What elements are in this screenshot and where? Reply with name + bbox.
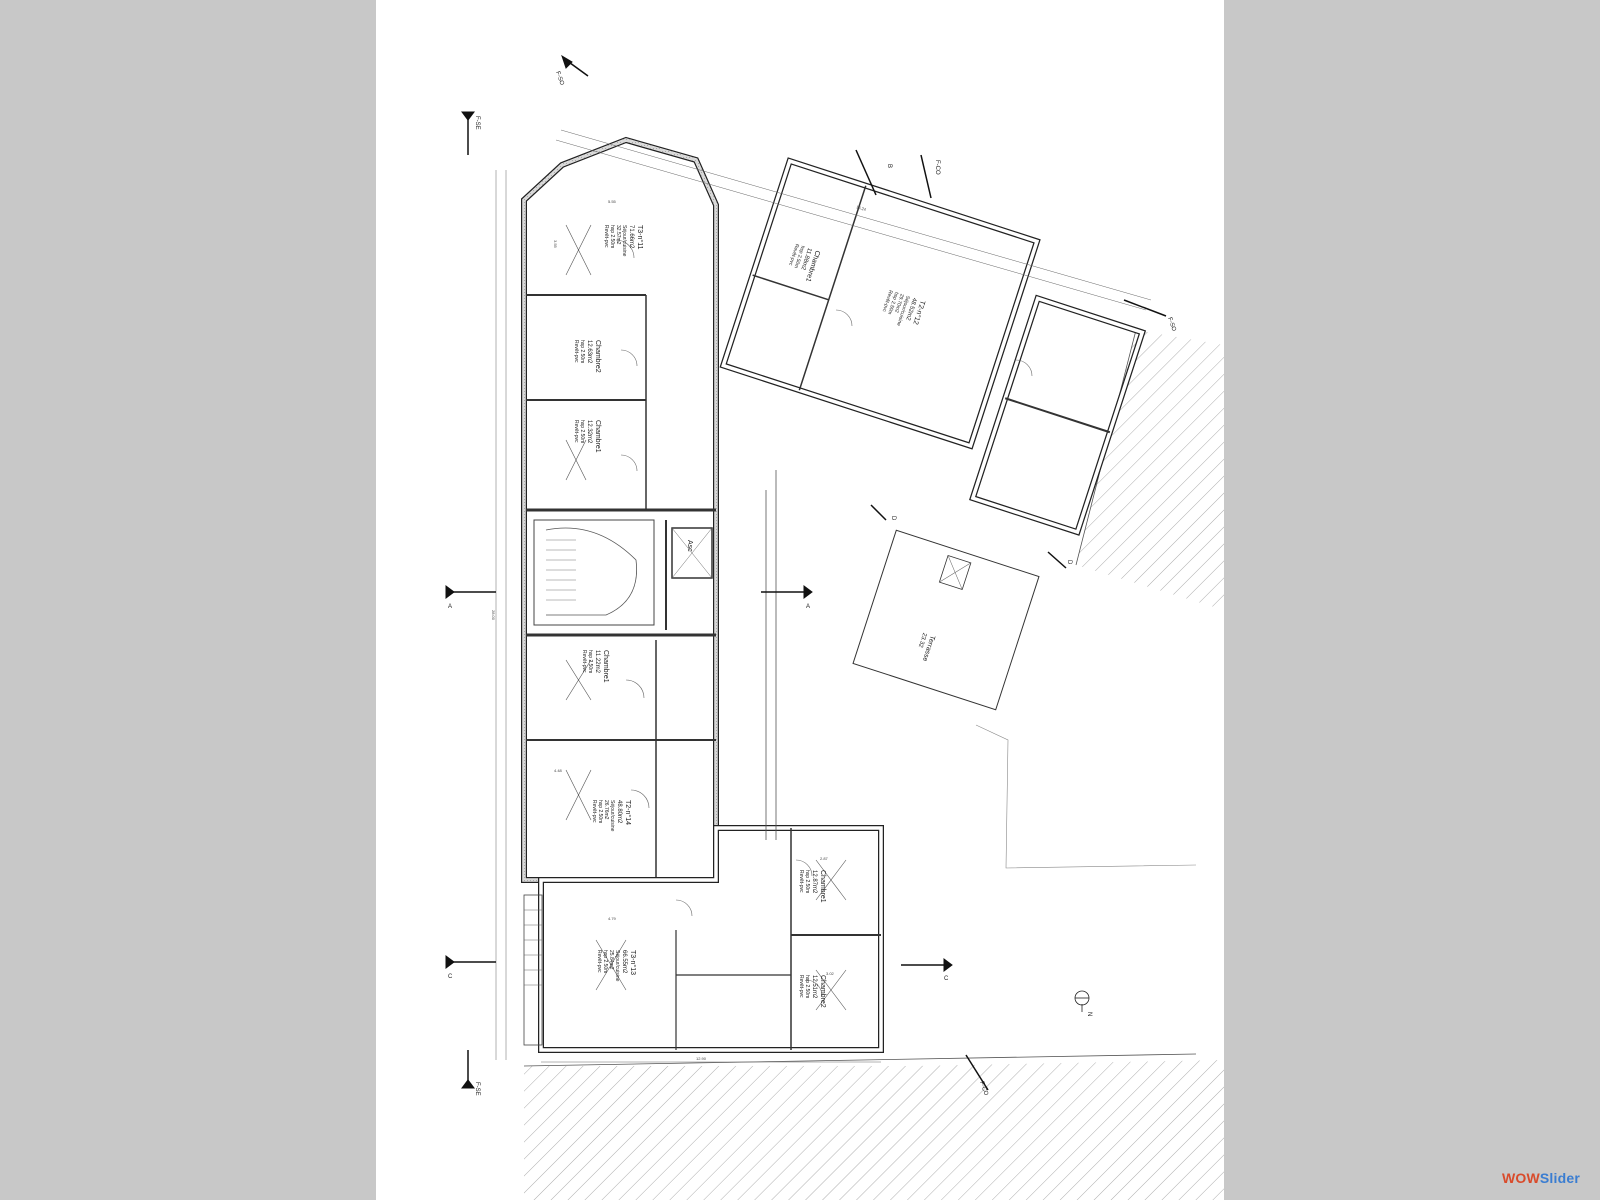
section-label-c-left: C [448, 974, 453, 980]
dimension-chains [495, 129, 1152, 1063]
neighbor-ground-hatch-bottom [523, 1053, 1224, 1200]
room-sub: Revêt-pvc [581, 650, 587, 673]
watermark-part2: Slider [1539, 1170, 1580, 1186]
section-label-f-se-top: F-SE [474, 116, 480, 130]
section-label-f-so-top: F-SO [554, 71, 565, 87]
room-area: 48.80m2 [616, 800, 622, 824]
room-sub: Revêt-pvc [573, 340, 579, 363]
room-name: Chambre2 [819, 975, 826, 1008]
door-swings [615, 239, 1033, 997]
room-name: T3-n°11 [636, 225, 644, 250]
stairwell [533, 519, 655, 626]
building-bottom-wing [523, 825, 884, 1053]
building-main-wing [521, 136, 719, 883]
dim-label: 5.55 [608, 199, 617, 204]
room-sub: hsp 2.50m [804, 870, 810, 893]
room-sub: Revêt-pvc [596, 950, 602, 973]
room-sub: hsp 2.50m [609, 225, 615, 248]
room-sub: Séjour/cuisine [621, 225, 627, 257]
dim-label: 4.48 [554, 768, 563, 773]
section-label-f-co-bottom: F-CO [978, 1081, 989, 1097]
property-line [975, 724, 1197, 869]
dim-label: 4.79 [608, 916, 617, 921]
room-sub: 29.70m2 [893, 293, 905, 314]
room-area: 12.51m2 [811, 975, 817, 999]
section-label-c-right: C [944, 976, 949, 982]
room-area: 23.32 [917, 632, 928, 649]
room-sub: Revêt-pvc [798, 870, 804, 893]
north-label: N [1086, 1012, 1092, 1016]
room-sub: hsp 2.50m [804, 975, 810, 998]
floor-plan-sheet: T3-n°11 71.66m2 Séjour/cuisine 32.57m2 h… [376, 0, 1224, 1200]
room-name: Chambre1 [602, 650, 609, 683]
room-name: Chambre1 [819, 870, 826, 903]
room-sub: Revêt-pvc [591, 800, 597, 823]
room-name: Chambre2 [594, 340, 601, 373]
dim-label: 12.90 [696, 1056, 707, 1061]
dim-label: 2.87 [820, 856, 829, 861]
section-label-a-left: A [448, 604, 452, 610]
section-label-b: B [886, 164, 892, 168]
section-label-a-right: A [806, 604, 810, 610]
section-label-f-se-bottom: F-SE [474, 1082, 480, 1096]
section-label-f-so-right: F-SO [1166, 317, 1177, 333]
dim-label: 3.55 [553, 240, 558, 249]
room-sub: 25.84m2 [608, 950, 614, 970]
room-sub: hsp 2.50m [597, 800, 603, 823]
room-name: Chambre1 [594, 420, 601, 453]
room-area: 11.22m2 [594, 650, 600, 674]
room-area: 66.55m2 [621, 950, 627, 974]
room-sub: hsp 2.50m [602, 950, 608, 973]
room-area: 71.66m2 [628, 225, 634, 249]
room-area: 12.63m2 [586, 340, 592, 364]
watermark-part1: WOW [1501, 1170, 1540, 1186]
light-fixtures [565, 224, 847, 1011]
room-sub: Revêt-pvc [798, 975, 804, 998]
section-label-f-co-top: F-CO [934, 160, 940, 175]
room-sub: hsp 2.50m [579, 340, 585, 363]
dimension-labels: 28.00 12.90 16.24 5.55 3.55 4.48 4.79 2.… [491, 199, 867, 1061]
room-area: 12.32m2 [586, 420, 592, 444]
room-sub: Séjour/cuisine [614, 950, 620, 982]
room-sub: 26.76m2 [603, 800, 609, 820]
room-area: 12.87m2 [811, 870, 817, 894]
room-sub: Revêt-pvc [603, 225, 609, 248]
room-sub: 32.57m2 [615, 225, 621, 245]
section-markers [445, 54, 1167, 1091]
room-labels: T3-n°11 71.66m2 Séjour/cuisine 32.57m2 h… [573, 225, 936, 1008]
dim-label: 3.02 [826, 971, 835, 976]
room-sub: Revêt-pvc [573, 420, 579, 443]
building-rotated-wing [719, 157, 1041, 450]
north-arrow-icon: N [1074, 990, 1092, 1016]
floor-plan-drawing: T3-n°11 71.66m2 Séjour/cuisine 32.57m2 h… [445, 54, 1224, 1200]
room-name: Asc [686, 540, 693, 552]
dim-label: 28.00 [491, 610, 496, 621]
room-sub: hsp 2.50m [587, 650, 593, 673]
section-label-d-top: D [890, 516, 896, 521]
terrace [852, 529, 1040, 711]
building-chambers-wing [969, 294, 1147, 536]
section-label-d-bottom: D [1066, 560, 1072, 565]
room-name: T2-n°14 [624, 800, 632, 825]
room-sub: hsp 2.50m [579, 420, 585, 443]
section-marker-labels: A A C C F-SE F-SE F-SO F-SO F-CO [448, 71, 1177, 1097]
wowslider-watermark[interactable]: WOWSlider [1502, 1170, 1580, 1186]
dim-label: 16.24 [856, 204, 868, 212]
elevator-shaft [671, 527, 713, 579]
room-sub: Séjour/cuisine [609, 800, 615, 832]
room-name: T3-n°13 [629, 950, 637, 975]
